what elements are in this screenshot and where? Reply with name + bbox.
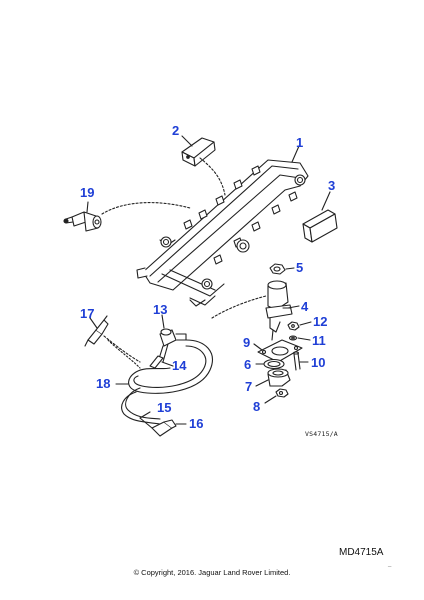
callout-2[interactable]: 2: [172, 123, 180, 138]
callout-7[interactable]: 7: [245, 379, 253, 394]
spacer-block[interactable]: [302, 209, 338, 243]
fuel-rail-assembly[interactable]: [136, 159, 309, 307]
washer-part[interactable]: [288, 335, 298, 341]
leader-line-2: [181, 135, 193, 147]
valve-13[interactable]: [157, 328, 187, 363]
copyright-notice: © Copyright, 2016. Jaguar Land Rover Lim…: [133, 568, 291, 577]
leader-line-9: [253, 343, 263, 351]
hose-18[interactable]: [128, 339, 213, 394]
callout-1[interactable]: 1: [296, 135, 304, 150]
hose-15[interactable]: [121, 387, 161, 425]
gasket-plate[interactable]: [257, 339, 303, 363]
leader-line-4: [287, 305, 300, 309]
corner-mark: _: [388, 561, 392, 567]
leader-line-13: [161, 314, 165, 329]
callout-4[interactable]: 4: [301, 299, 309, 314]
callout-11[interactable]: 11: [312, 333, 326, 348]
leader-line-17: [89, 317, 98, 329]
drawing-reference: VS4715/A: [305, 430, 338, 438]
leader-line-19: [86, 201, 89, 213]
leader-line-12: [299, 321, 312, 326]
leader-line-1: [291, 145, 300, 163]
stud-part[interactable]: [292, 351, 301, 371]
callout-8[interactable]: 8: [253, 399, 261, 414]
leader-line-11: [297, 337, 311, 341]
connector-17[interactable]: [84, 315, 109, 347]
assembly-line-hose: [107, 339, 141, 369]
callout-18[interactable]: 18: [96, 376, 111, 391]
leader-line-8: [264, 395, 277, 404]
callout-5[interactable]: 5: [296, 260, 304, 275]
leader-line-3: [321, 191, 331, 211]
leader-line-14: [161, 361, 174, 367]
assembly-line-17: [103, 335, 141, 363]
small-nut[interactable]: [275, 388, 289, 398]
callout-10[interactable]: 10: [311, 355, 326, 370]
regulator-housing[interactable]: [267, 368, 291, 387]
hose-14[interactable]: [149, 355, 164, 369]
nut-part[interactable]: [269, 263, 286, 275]
assembly-line-19: [101, 202, 191, 215]
callout-6[interactable]: 6: [244, 357, 252, 372]
callout-14[interactable]: 14: [172, 358, 187, 373]
connector-16[interactable]: [139, 417, 177, 437]
seal-ring[interactable]: [263, 358, 285, 370]
callout-3[interactable]: 3: [328, 178, 336, 193]
assembly-line-regulator: [211, 295, 267, 319]
assembly-line-2: [199, 157, 226, 196]
clip-part[interactable]: [181, 137, 216, 167]
callout-19[interactable]: 19: [80, 185, 95, 200]
callout-17[interactable]: 17: [80, 306, 95, 321]
pressure-regulator[interactable]: [265, 280, 293, 341]
callout-13[interactable]: 13: [153, 302, 168, 317]
diagram-code: MD4715A: [339, 547, 384, 558]
callout-9[interactable]: 9: [243, 335, 251, 350]
leader-line-15: [139, 411, 151, 419]
nut-12[interactable]: [287, 321, 300, 331]
callout-15[interactable]: 15: [157, 400, 172, 415]
callout-12[interactable]: 12: [313, 314, 328, 329]
leader-line-5: [285, 267, 295, 270]
sensor-19[interactable]: [63, 211, 102, 232]
callout-16[interactable]: 16: [189, 416, 204, 431]
leader-line-7: [255, 379, 269, 387]
